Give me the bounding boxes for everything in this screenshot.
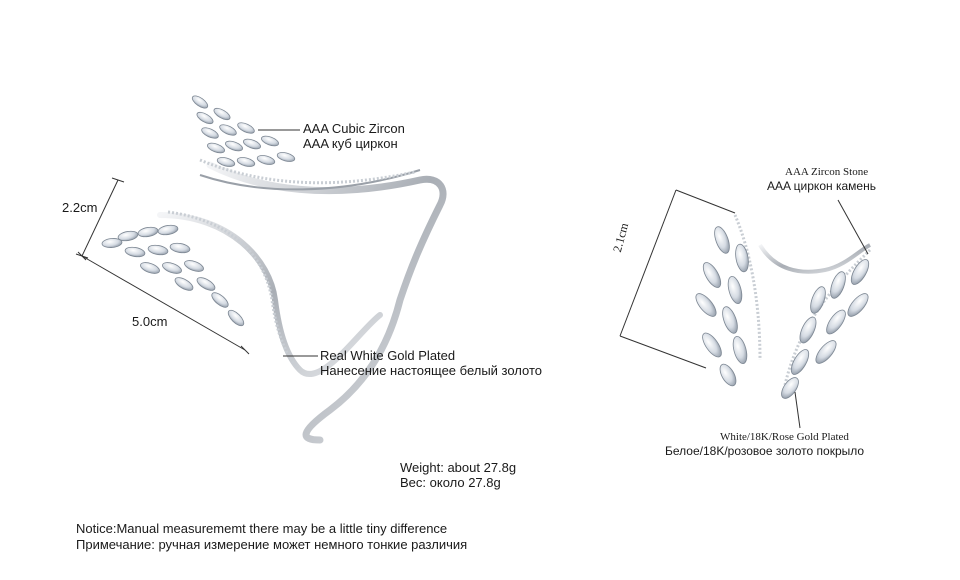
right-stone-label-ru: AAA циркон камень xyxy=(767,179,876,193)
weight-label-en: Weight: about 27.8g xyxy=(400,460,517,475)
left-dimension-lines xyxy=(75,177,250,355)
left-leader-lines xyxy=(258,129,318,357)
weight-label-ru: Вес: около 27.8g xyxy=(400,475,501,490)
left-plating-label-en: Real White Gold Plated xyxy=(320,348,456,363)
right-ring-image xyxy=(695,214,872,399)
left-plating-label-ru: Нанесение настоящее белый золото xyxy=(320,363,543,378)
right-plating-label-en: White/18K/Rose Gold Plated xyxy=(720,431,849,443)
right-plating-label-ru: Белое/18K/розовое золото покрыло xyxy=(665,444,865,458)
notice-ru: Примечание: ручная измерение может немно… xyxy=(76,537,468,552)
left-stone-label-en: AAA Cubic Zircon xyxy=(303,121,405,136)
notice-en: Notice:Manual measurememt there may be a… xyxy=(76,521,448,536)
right-leader-lines xyxy=(794,199,869,429)
right-stone-label-en: AAA Zircon Stone xyxy=(785,166,869,178)
left-stone-label-ru: AAA куб циркон xyxy=(303,136,398,151)
left-height-dimension: 2.2cm xyxy=(62,200,98,215)
left-width-dimension: 5.0cm xyxy=(132,314,168,329)
right-dimension-lines xyxy=(619,189,736,369)
left-ring-image xyxy=(101,95,447,444)
